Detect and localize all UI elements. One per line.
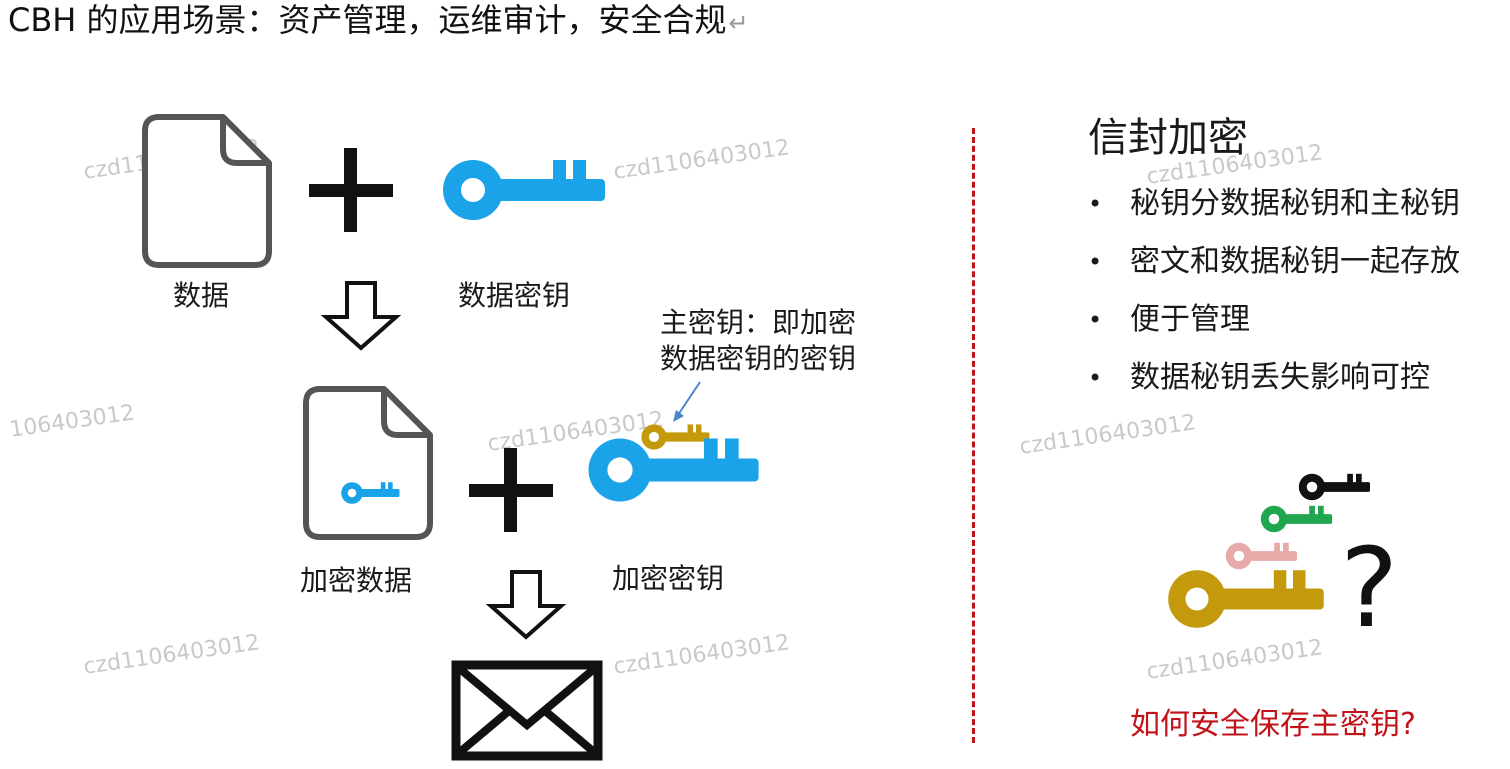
down-arrow-icon xyxy=(485,570,567,640)
encrypted-key-icon xyxy=(588,438,759,502)
pink-key-icon xyxy=(1225,542,1298,570)
list-item-text: 密文和数据秘钥一起存放 xyxy=(1130,244,1460,279)
list-item-text: 便于管理 xyxy=(1130,302,1250,337)
encrypted-document-icon xyxy=(306,389,430,537)
data-label: 数据 xyxy=(173,279,230,312)
master-key-icon xyxy=(641,424,710,450)
list-item: • 密文和数据秘钥一起存放 xyxy=(1088,244,1460,302)
envelope-encryption-title: 信封加密 xyxy=(1088,115,1248,161)
envelope-icon xyxy=(451,660,603,761)
list-item: • 数据秘钥丢失影响可控 xyxy=(1088,360,1460,418)
master-key-question: 如何安全保存主密钥? xyxy=(1130,707,1416,742)
envelope-encryption-diagram xyxy=(0,0,759,761)
list-item-text: 秘钥分数据秘钥和主秘钥 xyxy=(1130,186,1460,221)
green-key-icon xyxy=(1260,505,1333,533)
black-key-icon xyxy=(1298,473,1370,501)
watermark: czd1106403012 xyxy=(1145,635,1325,685)
list-item: • 秘钥分数据秘钥和主秘钥 xyxy=(1088,186,1460,244)
plus-icon xyxy=(469,448,553,532)
plus-icon xyxy=(309,148,393,232)
document-icon xyxy=(145,117,269,265)
page-title: CBH 的应用场景：资产管理，运维审计，安全合规↵ xyxy=(8,0,749,43)
list-item: • 便于管理 xyxy=(1088,302,1460,360)
data-key-label: 数据密钥 xyxy=(458,279,571,312)
question-mark-icon: ? xyxy=(1340,524,1399,652)
data-key-icon xyxy=(443,160,605,220)
list-item-text: 数据秘钥丢失影响可控 xyxy=(1130,360,1430,395)
gold-key-icon xyxy=(1168,570,1324,628)
bullet-mark: • xyxy=(1088,306,1103,334)
key-stack-illustration xyxy=(1168,473,1370,628)
bullet-mark: • xyxy=(1088,364,1103,392)
return-mark: ↵ xyxy=(728,9,749,37)
pointer-arrow xyxy=(673,381,701,422)
master-key-note-line1: 主密钥：即加密 xyxy=(660,306,857,339)
master-key-note-line2: 数据密钥的密钥 xyxy=(660,342,857,375)
bullet-mark: • xyxy=(1088,248,1103,276)
down-arrow-icon xyxy=(320,281,402,351)
encrypted-key-label: 加密密钥 xyxy=(612,562,725,595)
section-divider xyxy=(972,128,975,743)
page-title-text: CBH 的应用场景：资产管理，运维审计，安全合规 xyxy=(8,1,727,39)
encrypted-data-label: 加密数据 xyxy=(300,564,413,597)
bullet-mark: • xyxy=(1088,190,1103,218)
feature-list: • 秘钥分数据秘钥和主秘钥 • 密文和数据秘钥一起存放 • 便于管理 • 数据秘钥丢失影… xyxy=(1088,186,1460,418)
